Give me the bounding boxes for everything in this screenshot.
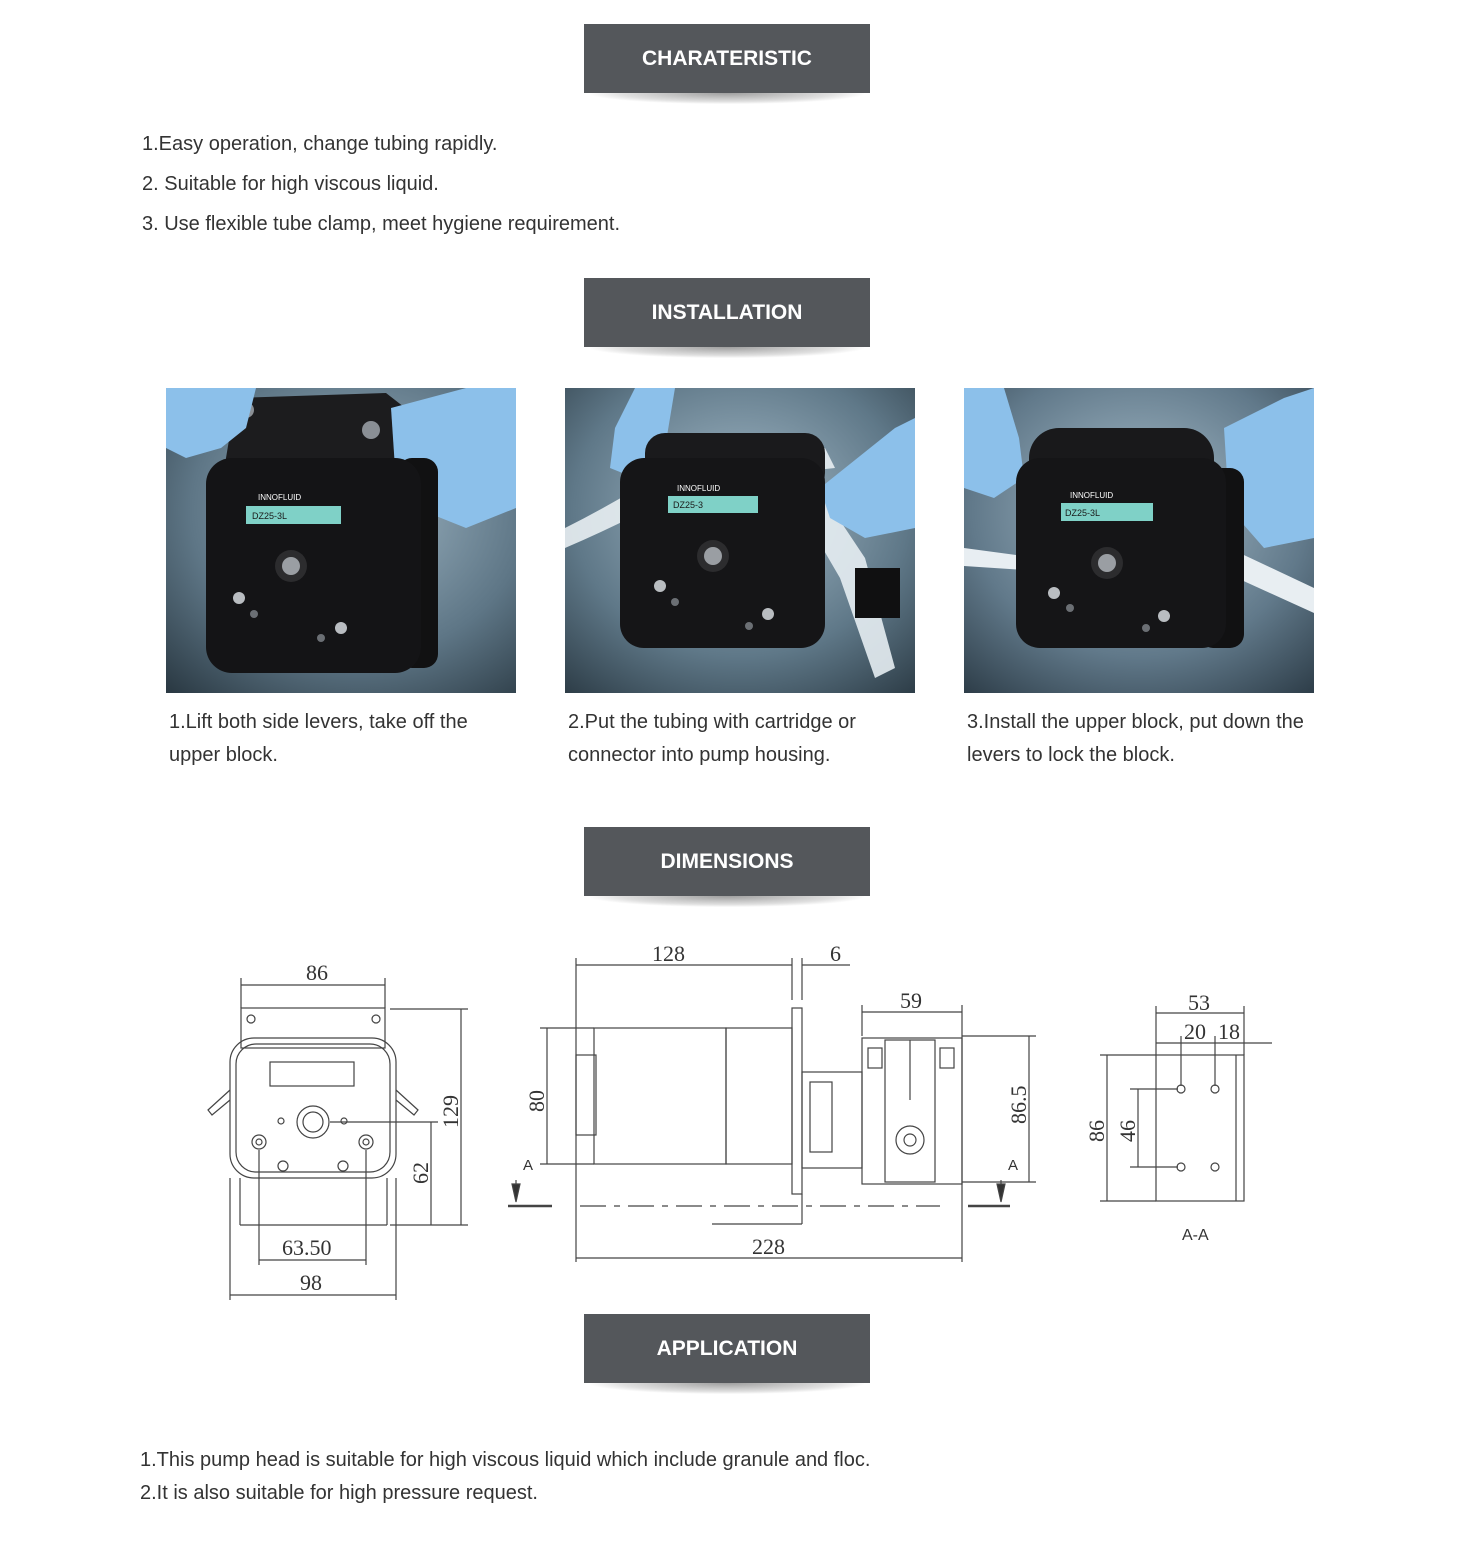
dim-front-center-height: 62 — [408, 1162, 433, 1184]
dimension-drawings: 86 129 62 63.50 98 — [0, 930, 1484, 1310]
section-view-drawing — [1100, 1006, 1272, 1202]
side-view-drawing — [508, 958, 1036, 1262]
section-banner-application: APPLICATION — [584, 1314, 870, 1394]
dim-side-total-length: 228 — [752, 1234, 785, 1259]
dim-side-plate-thickness: 6 — [830, 941, 841, 966]
section-label: A-A — [1182, 1227, 1209, 1244]
brand-label: INNOFLUID — [677, 484, 720, 493]
model-label: DZ25-3L — [1065, 508, 1100, 518]
characteristic-item-1: 1.Easy operation, change tubing rapidly. — [142, 133, 498, 155]
characteristic-item-3: 3. Use flexible tube clamp, meet hygiene… — [142, 213, 621, 235]
section-title: CHARATERISTIC — [642, 46, 812, 70]
characteristic-item-2: 2. Suitable for high viscous liquid. — [142, 173, 439, 195]
model-label: DZ25-3L — [252, 511, 287, 521]
section-title: APPLICATION — [656, 1336, 798, 1360]
dim-section-width: 53 — [1188, 990, 1210, 1015]
dim-side-head-height: 86.5 — [1006, 1086, 1031, 1125]
dim-side-motor-length: 128 — [652, 941, 685, 966]
dim-front-width-top: 86 — [306, 960, 328, 985]
section-title: DIMENSIONS — [660, 849, 794, 873]
brand-label: INNOFLUID — [1070, 491, 1113, 500]
application-item-2: 2.It is also suitable for high pressure … — [140, 1482, 538, 1504]
dim-front-width-bottom: 98 — [300, 1270, 322, 1295]
brand-label: INNOFLUID — [258, 493, 301, 502]
front-view-drawing — [207, 978, 468, 1300]
installation-photo-3: INNOFLUID DZ25-3L — [964, 388, 1314, 693]
dim-front-hole-spacing: 63.50 — [282, 1235, 332, 1260]
model-label: DZ25-3 — [673, 500, 703, 510]
installation-caption-3: 3.Install the upper block, put down the … — [967, 711, 1304, 766]
dim-section-offset-2: 18 — [1218, 1019, 1240, 1044]
dim-section-height: 86 — [1084, 1120, 1109, 1142]
dim-side-motor-height: 80 — [524, 1090, 549, 1112]
installation-caption-2: 2.Put the tubing with cartridge or conne… — [568, 711, 856, 766]
section-banner-charateristic: CHARATERISTIC — [584, 24, 870, 104]
application-item-1: 1.This pump head is suitable for high vi… — [140, 1449, 871, 1471]
dim-side-head-width: 59 — [900, 988, 922, 1013]
section-title: INSTALLATION — [651, 300, 803, 324]
installation-caption-1: 1.Lift both side levers, take off the up… — [169, 711, 468, 766]
dim-section-offset-1: 20 — [1184, 1019, 1206, 1044]
section-mark-left: A — [523, 1157, 533, 1174]
installation-photo-2: INNOFLUID DZ25-3 — [565, 388, 915, 693]
section-mark-right: A — [1008, 1157, 1018, 1174]
section-banner-installation: INSTALLATION — [584, 278, 870, 358]
dim-front-height-total: 129 — [438, 1095, 463, 1128]
installation-photo-1: INNOFLUID DZ25-3L — [166, 388, 516, 693]
dim-section-hole-spacing: 46 — [1115, 1120, 1140, 1142]
section-banner-dimensions: DIMENSIONS — [584, 827, 870, 907]
